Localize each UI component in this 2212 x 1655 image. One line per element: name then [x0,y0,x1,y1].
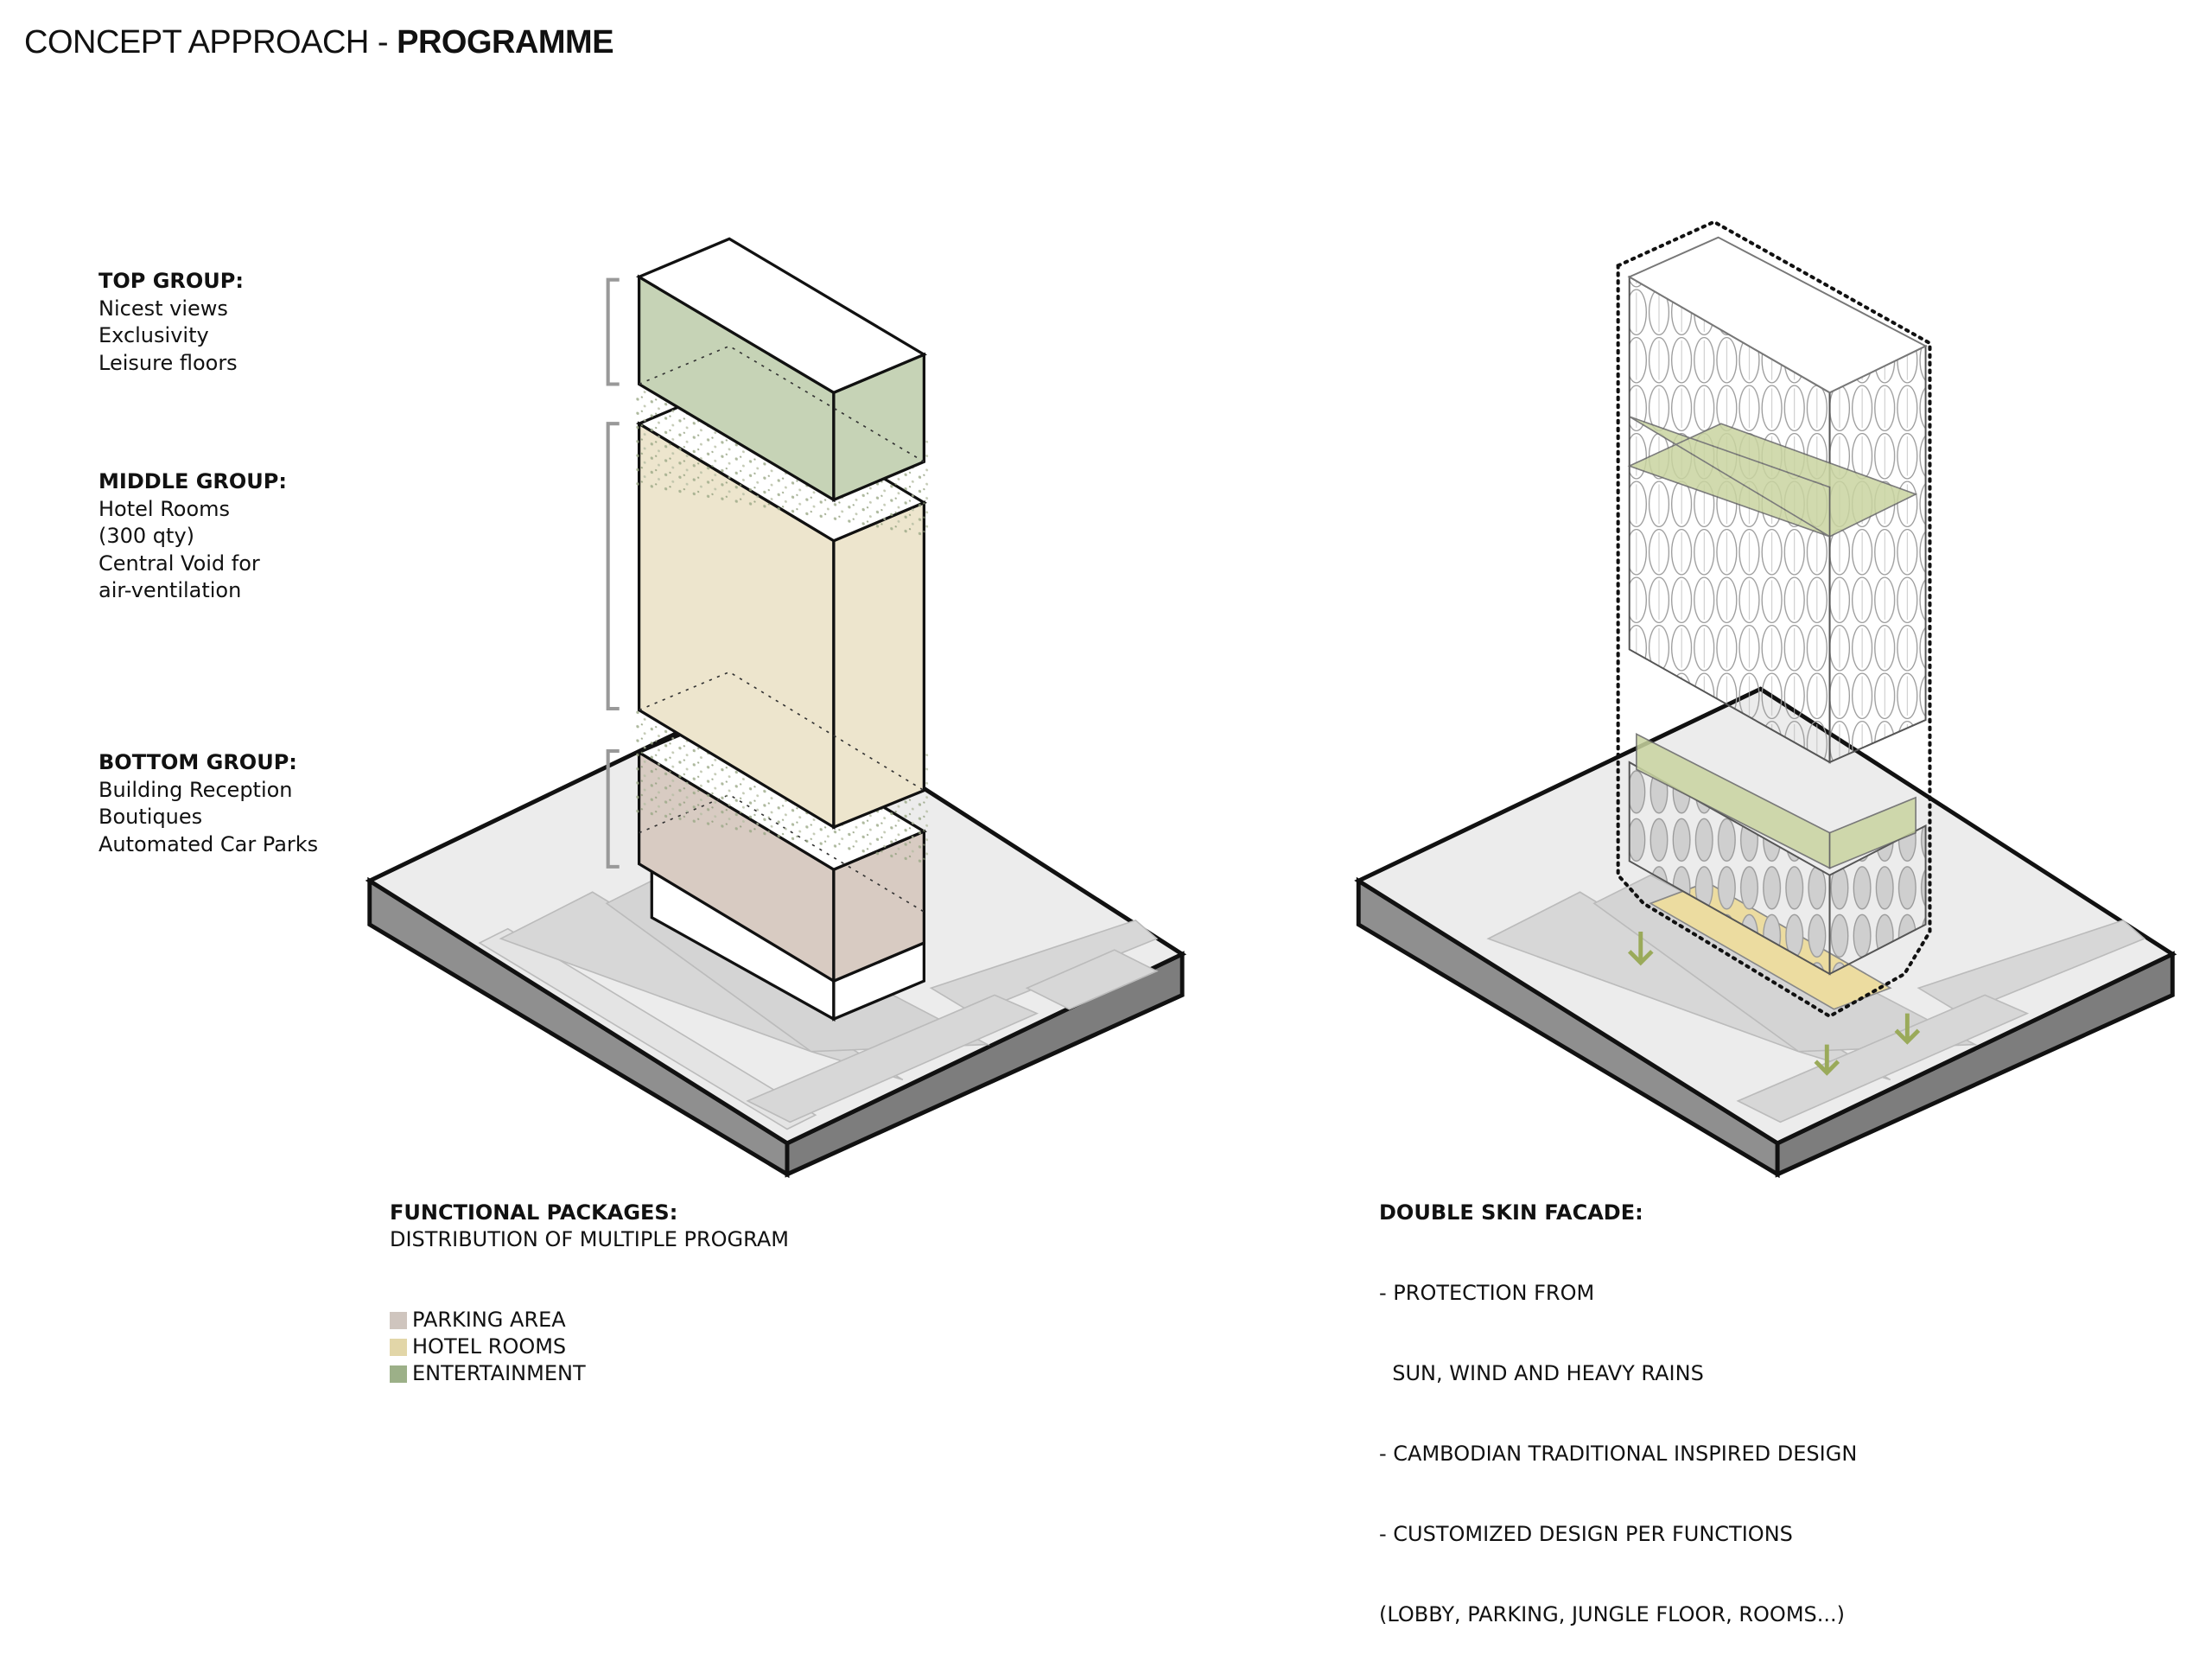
legend-item-parking: PARKING AREA [390,1307,586,1334]
double-skin-facade-caption: DOUBLE SKIN FACADE: - PROTECTION FROM SU… [1379,1146,1857,1655]
green-band-upper [1627,416,1918,538]
legend-swatch [390,1338,407,1356]
caption-line: SUN, WIND AND HEAVY RAINS [1379,1361,1704,1385]
group-line: Exclusivity [99,323,209,347]
top-group-label: TOP GROUP: Nicest views Exclusivity Leis… [99,268,244,377]
group-line: Building Reception [99,777,293,802]
group-line: Boutiques [99,805,203,829]
legend: PARKING AREA HOTEL ROOMS ENTERTAINMENT [390,1307,586,1387]
group-heading: TOP GROUP: [99,269,244,293]
page-title: CONCEPT APPROACH - PROGRAMME [24,24,614,60]
group-brackets [606,277,620,869]
caption-heading: DOUBLE SKIN FACADE: [1379,1200,1643,1225]
legend-item-entertainment: ENTERTAINMENT [390,1360,586,1387]
legend-swatch [390,1365,407,1383]
group-line: Central Void for [99,551,260,576]
legend-label: HOTEL ROOMS [412,1334,567,1359]
caption-line: - CUSTOMIZED DESIGN PER FUNCTIONS [1379,1522,1793,1546]
legend-item-hotel: HOTEL ROOMS [390,1334,586,1360]
group-line: Hotel Rooms [99,496,231,521]
diagram-artwork [365,220,2177,1179]
skin-outline [1616,220,1932,1019]
caption-line: - PROTECTION FROM [1379,1281,1595,1305]
group-line: Leisure floors [99,350,238,375]
caption-subtitle: DISTRIBUTION OF MULTIPLE PROGRAM [390,1227,789,1251]
group-line: (300 qty) [99,524,195,548]
group-heading: BOTTOM GROUP: [99,750,297,774]
group-line: Automated Car Parks [99,831,319,856]
group-line: air-ventilation [99,578,242,602]
group-line: Nicest views [99,296,228,321]
caption-line: - CAMBODIAN TRADITIONAL INSPIRED DESIGN [1379,1442,1858,1466]
caption-heading: FUNCTIONAL PACKAGES: [390,1200,678,1225]
down-arrow-icon [1627,931,1921,1076]
left-tower [632,237,929,1022]
legend-label: PARKING AREA [412,1308,566,1332]
legend-label: ENTERTAINMENT [412,1361,586,1385]
bottom-group-label: BOTTOM GROUP: Building Reception Boutiqu… [99,749,318,858]
legend-swatch [390,1311,407,1329]
middle-group-label: MIDDLE GROUP: Hotel Rooms (300 qty) Cent… [99,468,287,605]
group-heading: MIDDLE GROUP: [99,469,287,493]
caption-line: (LOBBY, PARKING, JUNGLE FLOOR, ROOMS...) [1379,1602,1846,1626]
right-tower [1616,220,1932,1076]
functional-packages-caption: FUNCTIONAL PACKAGES: DISTRIBUTION OF MUL… [390,1200,789,1253]
